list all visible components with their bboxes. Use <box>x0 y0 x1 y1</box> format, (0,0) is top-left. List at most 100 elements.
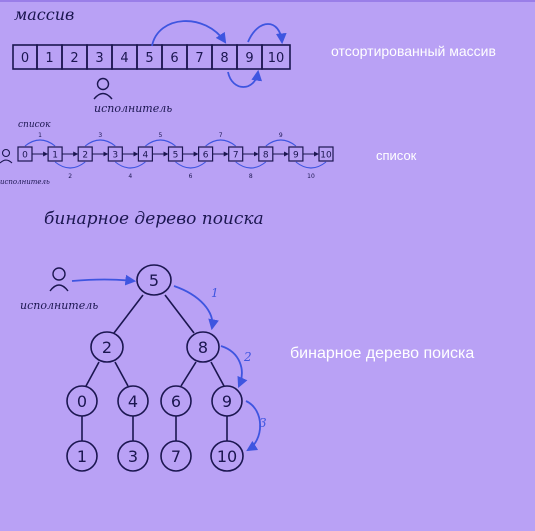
array-cell-value: 4 <box>120 51 128 66</box>
array-cell-value: 8 <box>220 51 228 66</box>
tree-entry-arrow <box>71 274 137 286</box>
tree-node: 8 <box>186 331 220 363</box>
array-cell-value: 1 <box>45 51 53 66</box>
list-node-value: 8 <box>263 151 269 161</box>
list-step-arrow <box>145 139 176 147</box>
array-cell: 6 <box>161 44 188 70</box>
list-title: список <box>18 120 51 130</box>
list-step-arrow <box>205 139 237 147</box>
tree-node: 9 <box>211 385 243 417</box>
tree-node-value: 4 <box>128 392 138 411</box>
tree-nodes: 5 2 8 0 4 6 9 1 3 7 10 <box>66 264 244 472</box>
list-node-value: 4 <box>143 151 149 161</box>
list-executor-label: исполнитель <box>0 178 50 186</box>
list-node-value: 10 <box>320 151 332 161</box>
array-cell: 7 <box>186 44 213 70</box>
array-caption: отсортированный массив <box>331 43 496 59</box>
list-caption: список <box>376 148 417 163</box>
list-node-value: 3 <box>112 151 118 161</box>
tree-step-label-2: 2 <box>243 350 252 364</box>
array-cell: 0 <box>12 44 38 70</box>
list-node: 4 <box>137 146 153 162</box>
tree-node-value: 0 <box>77 392 87 411</box>
tree-node: 6 <box>160 385 192 417</box>
list-node-value: 7 <box>233 151 239 161</box>
list-step-label: 5 <box>159 132 163 139</box>
list-step-label: 9 <box>279 132 283 139</box>
tree-node-value: 1 <box>77 447 87 466</box>
array-cell: 9 <box>236 44 263 70</box>
tree-node-value: 8 <box>198 338 208 357</box>
list-node: 8 <box>258 146 274 162</box>
tree-node-value: 6 <box>171 392 181 411</box>
list-step-arrow <box>295 161 327 169</box>
list-step-arrow <box>265 139 297 147</box>
list-step-arrows: 1 2 3 4 5 6 7 8 9 10 <box>24 132 327 180</box>
array-jump-arrow-top-2 <box>247 23 287 45</box>
list-step-label: 3 <box>98 132 102 139</box>
tree-node-value: 7 <box>171 447 181 466</box>
list-step-label: 8 <box>249 173 253 180</box>
array-cell-value: 5 <box>145 51 153 66</box>
list-step-label: 10 <box>307 173 315 180</box>
list-node-value: 2 <box>82 151 88 161</box>
list-node-value: 6 <box>203 151 209 161</box>
list-step-label: 6 <box>189 173 193 180</box>
array-cell-value: 3 <box>95 51 103 66</box>
tree-node: 0 <box>66 385 98 417</box>
array-cell: 5 <box>136 44 163 70</box>
tree-step-arrow-1 <box>173 285 219 331</box>
list-step-arrow <box>84 139 116 147</box>
list-step-arrow <box>114 161 146 169</box>
array-jump-arrow-top-1 <box>151 20 227 47</box>
list-step-arrow <box>175 161 206 169</box>
tree-node-value: 10 <box>217 447 237 466</box>
array-cell: 1 <box>36 44 63 70</box>
array-cell-value: 2 <box>70 51 78 66</box>
list-node-value: 9 <box>293 151 299 161</box>
array-executor-icon <box>93 77 113 100</box>
array-cell: 2 <box>61 44 88 70</box>
tree-node-value: 2 <box>102 338 112 357</box>
array-executor-label: исполнитель <box>94 102 172 115</box>
list-step-label: 1 <box>38 132 42 139</box>
tree-step-label-1: 1 <box>211 286 219 300</box>
list-node: 7 <box>228 146 244 162</box>
list-node-value: 5 <box>173 151 179 161</box>
list-node: 0 <box>17 146 33 162</box>
tree-node: 4 <box>117 385 149 417</box>
tree-node: 7 <box>160 440 192 472</box>
list-step-label: 7 <box>219 132 223 139</box>
list-step-label: 4 <box>128 173 132 180</box>
list-node: 9 <box>288 146 304 162</box>
list-node: 3 <box>107 146 123 162</box>
list-node-value: 0 <box>22 151 28 161</box>
list-node: 2 <box>77 146 93 162</box>
array-cell-value: 6 <box>170 51 178 66</box>
tree-step-arrow-3 <box>245 400 261 452</box>
array-jump-arrow-bottom <box>227 69 263 88</box>
tree-node: 10 <box>210 440 244 472</box>
array-cell-value: 0 <box>21 51 29 66</box>
list-node: 6 <box>198 146 214 162</box>
tree-node: 3 <box>117 440 149 472</box>
list-executor-icon <box>0 148 13 164</box>
list-step-arrow <box>54 161 86 169</box>
tree-node: 2 <box>90 331 124 363</box>
array-cell: 8 <box>211 44 238 70</box>
tree-node-value: 5 <box>149 271 159 290</box>
list-step-arrow <box>24 139 56 147</box>
array-title: массив <box>14 5 74 24</box>
tree-executor-icon <box>49 267 69 292</box>
tree-node: 5 <box>136 264 172 296</box>
tree-node-value: 3 <box>128 447 138 466</box>
tree-node-value: 9 <box>222 392 232 411</box>
array-cell-value: 9 <box>245 51 253 66</box>
tree-caption: бинарное дерево поиска <box>290 345 475 362</box>
top-border <box>0 0 535 2</box>
array-cell-value: 10 <box>268 51 285 66</box>
array-cell: 3 <box>86 44 113 70</box>
